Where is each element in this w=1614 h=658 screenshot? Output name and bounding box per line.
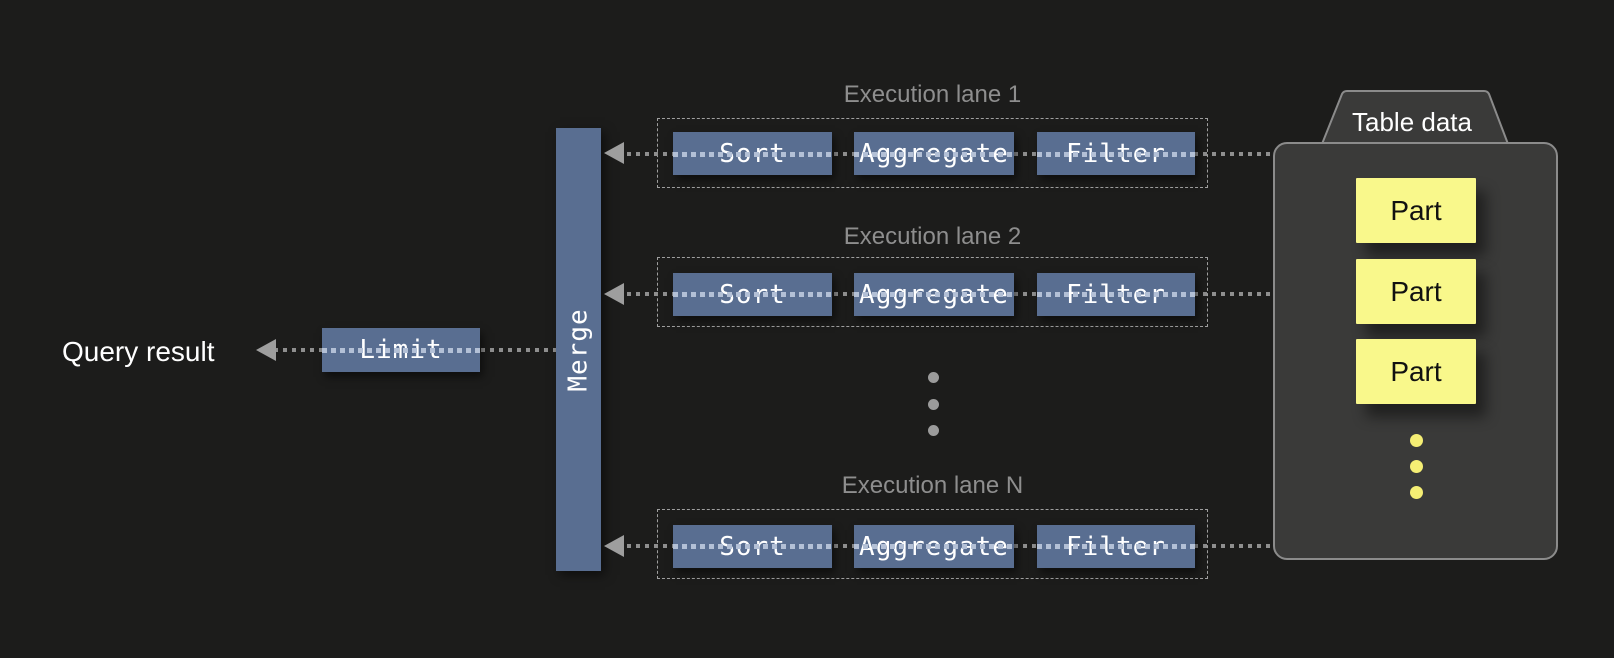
vertical-ellipsis-dot-yellow <box>1410 460 1423 473</box>
table-data-title: Table data <box>1352 107 1472 137</box>
merge-label: Merge <box>563 307 594 392</box>
vertical-ellipsis-dot-yellow <box>1410 434 1423 447</box>
arrow-left-icon <box>256 339 276 361</box>
dotted-flow-line-overlay <box>854 152 1014 157</box>
vertical-ellipsis-dot-yellow <box>1410 486 1423 499</box>
arrow-left-icon <box>604 142 624 164</box>
query-result-label: Query result <box>62 336 215 367</box>
vertical-ellipsis-dot <box>928 399 939 410</box>
dotted-flow-line-overlay <box>673 292 832 297</box>
part-box: Part <box>1356 259 1476 324</box>
vertical-ellipsis-dot <box>928 372 939 383</box>
dotted-flow-line-overlay <box>854 292 1014 297</box>
lane-1-title: Execution lane 1 <box>843 81 1022 108</box>
arrow-left-icon <box>604 535 624 557</box>
dotted-flow-line-overlay <box>1037 544 1195 549</box>
lane-n-title: Execution lane N <box>841 472 1024 499</box>
vertical-ellipsis-dot <box>928 425 939 436</box>
part-box: Part <box>1356 339 1476 404</box>
arrow-left-icon <box>604 283 624 305</box>
merge-bar: Merge <box>556 128 601 571</box>
dotted-flow-line-overlay <box>1037 292 1195 297</box>
dotted-flow-line-overlay <box>1037 152 1195 157</box>
dotted-flow-line-overlay <box>673 152 832 157</box>
dotted-flow-line-overlay <box>322 348 480 353</box>
part-box: Part <box>1356 178 1476 243</box>
table-data-tab <box>1321 90 1509 144</box>
lane-2-title: Execution lane 2 <box>843 223 1022 250</box>
dotted-flow-line-overlay <box>854 544 1014 549</box>
dotted-flow-line-overlay <box>673 544 832 549</box>
